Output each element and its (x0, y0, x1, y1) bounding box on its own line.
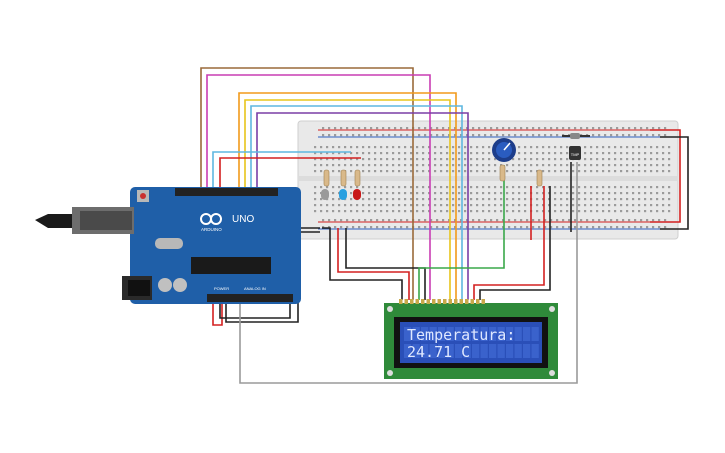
wire-bb-lcd-black (322, 227, 403, 300)
arduino-uno: UNO ARDUINO POWER ANALOG IN (35, 187, 301, 304)
wire-bb-lcd-black2 (345, 228, 426, 300)
wires (200, 67, 689, 384)
wire-led-red (219, 157, 361, 192)
lcd-line-2: 24.71 C (407, 343, 470, 361)
leds (321, 189, 361, 200)
wire-bb-lcd-red (337, 228, 410, 300)
lcd-character-grid (404, 327, 539, 358)
lcd-pin-header (399, 299, 485, 304)
dc-power-jack (122, 276, 152, 300)
power-label: POWER (214, 286, 229, 291)
breadboard (297, 120, 679, 240)
wire-magenta (206, 74, 431, 300)
wire-lcd-red2 (473, 186, 545, 300)
wire-rail-black (660, 136, 689, 230)
wire-pot-green (418, 165, 505, 300)
wire-sensor-gray (239, 162, 578, 384)
wire-orange (238, 92, 457, 300)
lcd-line-1: Temperatura: (407, 326, 515, 344)
reset-icon (140, 193, 146, 199)
resistors (323, 164, 543, 187)
temperature-sensor: TMP (569, 146, 581, 160)
atmega-chip (191, 257, 271, 274)
wire-brown (200, 67, 414, 300)
wire-lcd-black3 (479, 186, 551, 300)
wire-rail-red (650, 129, 681, 223)
svg-text:TMP: TMP (571, 152, 580, 157)
resistor-1 (323, 169, 330, 187)
board-model-label: UNO (232, 214, 254, 225)
wire-led-blue (212, 151, 351, 192)
usb-connector (35, 207, 134, 234)
blue-led (339, 189, 347, 200)
analog-label: ANALOG IN (244, 286, 266, 291)
arduino-logo-icon (200, 213, 222, 225)
resistor-4 (499, 164, 506, 182)
wire-gnd-1 (212, 299, 223, 326)
wire-yellow (244, 99, 451, 300)
gray-led (321, 189, 329, 200)
resistor-5 (536, 169, 543, 187)
board-brand-label: ARDUINO (201, 227, 222, 232)
wire-lightblue (250, 105, 463, 300)
potentiometer (492, 138, 516, 162)
red-led (353, 189, 361, 200)
wire-5v (225, 231, 320, 323)
resistor-3 (354, 169, 361, 187)
lcd-backlight-resistor (562, 133, 590, 139)
lcd-display: Temperatura: 24.71 C (384, 299, 558, 379)
resistor-2 (340, 169, 347, 187)
